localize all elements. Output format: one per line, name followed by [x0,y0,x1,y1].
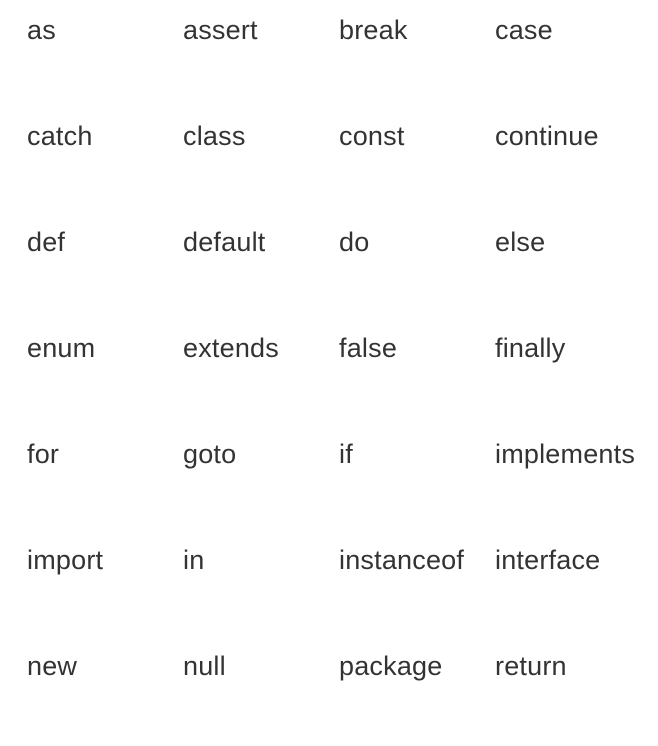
keyword-cell: if [339,439,353,469]
keyword-cell: finally [495,333,566,363]
keyword-cell: do [339,227,370,257]
keyword-cell: case [495,15,553,45]
keyword-cell: as [27,15,56,45]
keyword-cell: enum [27,333,96,363]
keyword-cell: break [339,15,408,45]
table-row: as assert break case [0,10,658,50]
table-row: def default do else [0,222,658,262]
keyword-cell: implements [495,439,636,469]
table-row: catch class const continue [0,116,658,156]
keyword-cell: instanceof [339,545,465,575]
keyword-cell: goto [183,439,237,469]
keyword-cell: interface [495,545,601,575]
keyword-cell: assert [183,15,258,45]
table-row: new null package return [0,646,658,686]
keyword-cell: catch [27,121,93,151]
keyword-cell: false [339,333,398,363]
keyword-cell: new [27,651,78,681]
keyword-cell: in [183,545,205,575]
keyword-cell: package [339,651,443,681]
table-row: import in instanceof interface [0,540,658,580]
keyword-cell: default [183,227,266,257]
keyword-cell: def [27,227,66,257]
keyword-cell: continue [495,121,599,151]
keyword-cell: else [495,227,546,257]
keyword-cell: const [339,121,405,151]
table-row: for goto if implements [0,434,658,474]
keyword-cell: extends [183,333,279,363]
keyword-cell: for [27,439,60,469]
table-row: enum extends false finally [0,328,658,368]
keyword-cell: null [183,651,226,681]
keyword-cell: class [183,121,246,151]
keyword-cell: return [495,651,567,681]
keyword-cell: import [27,545,104,575]
